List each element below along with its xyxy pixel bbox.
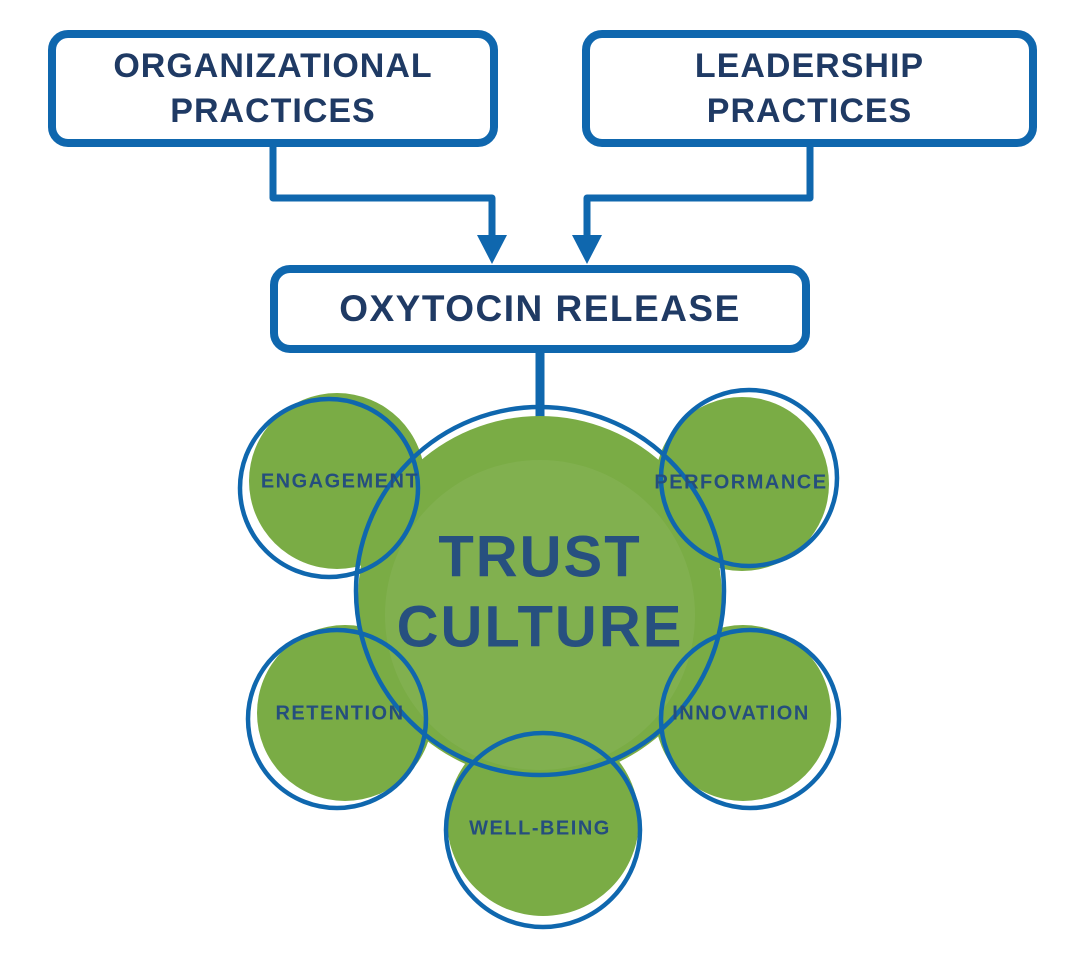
blob-outlines [237, 387, 842, 930]
arrowhead-icon [572, 235, 602, 264]
engagement-outline [237, 396, 421, 580]
innovation-label: INNOVATION [672, 702, 810, 725]
retention-label: RETENTION [275, 702, 405, 725]
organizational-practices-box: ORGANIZATIONAL PRACTICES [48, 30, 498, 147]
leadership-practices-box: LEADERSHIP PRACTICES [582, 30, 1037, 147]
engagement-label: ENGAGEMENT [260, 470, 420, 493]
connector-organizational-to-oxytocin [269, 146, 507, 264]
center-circle [358, 416, 722, 780]
center-outline [353, 404, 727, 778]
trust-culture-blob [249, 393, 831, 916]
trust-culture-label: TRUST CULTURE [396, 524, 684, 659]
performance-outline [658, 387, 840, 569]
connector-line [583, 146, 814, 238]
innovation-outline [658, 627, 842, 811]
retention-outline [245, 627, 429, 811]
well-being-outline [443, 730, 643, 930]
well-being-label: WELL-BEING [469, 817, 611, 840]
oxytocin-release-box: OXYTOCIN RELEASE [270, 265, 810, 353]
connector-leadership-to-oxytocin [572, 146, 814, 264]
arrowhead-icon [477, 235, 507, 264]
performance-label: PERFORMANCE [654, 471, 828, 494]
connector-line [269, 146, 496, 238]
center-highlight [385, 460, 695, 770]
